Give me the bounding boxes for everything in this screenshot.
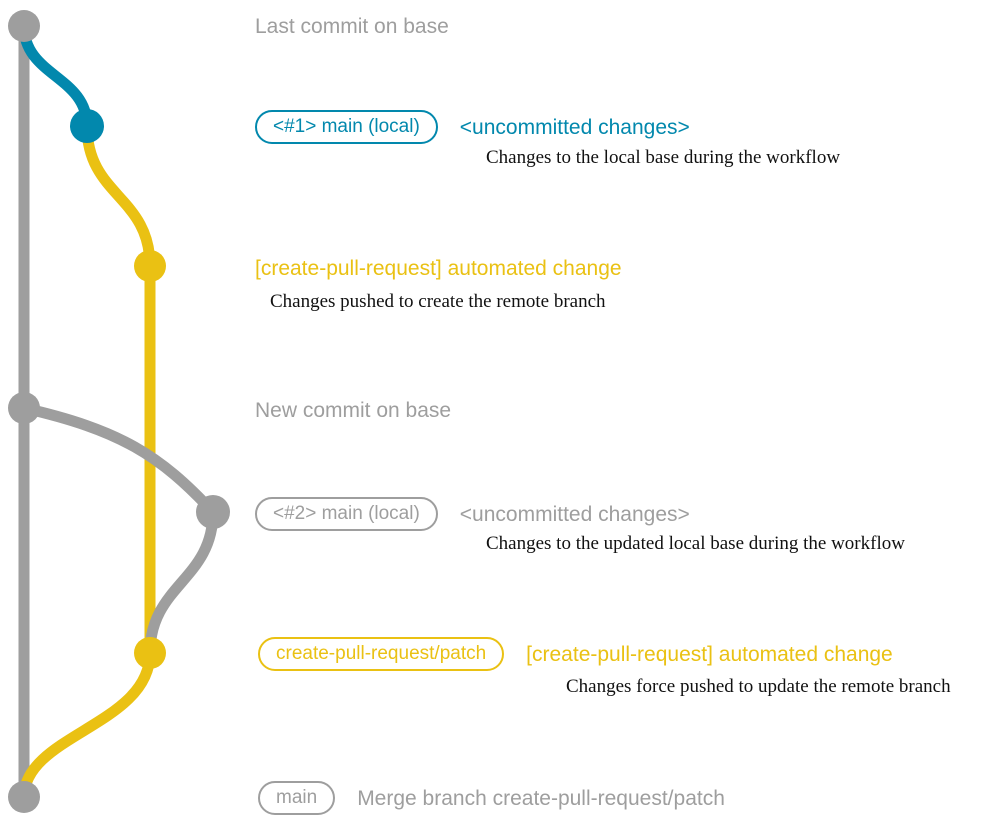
commit-subject: [create-pull-request] automated change	[526, 642, 893, 666]
ref-tag-create-pull-request-patch[interactable]: create-pull-request/patch	[258, 637, 511, 671]
branch-edge-remote-to-merge	[18, 647, 156, 803]
edges-layer	[18, 20, 219, 803]
branch-edge-rebase-to-remote	[144, 506, 219, 659]
commit-row-c5: <#2> main (local) <uncommitted changes>	[255, 496, 690, 532]
commit-row-c1: Last commit on base	[255, 12, 449, 40]
commit-note: Changes pushed to create the remote bran…	[270, 291, 606, 312]
commit-node-c2[interactable]	[70, 109, 104, 143]
commit-node-c4[interactable]	[8, 392, 40, 424]
commit-note: Changes to the updated local base during…	[486, 533, 905, 554]
nodes-layer	[8, 10, 230, 813]
ref-tag-main[interactable]: main	[258, 781, 342, 815]
commit-node-c1[interactable]	[8, 10, 40, 42]
commit-row-c3: [create-pull-request] automated change	[255, 254, 622, 282]
commit-node-c3[interactable]	[134, 250, 166, 282]
commit-row-c7: main Merge branch create-pull-request/pa…	[258, 780, 725, 816]
commit-subject: <uncommitted changes>	[459, 502, 690, 526]
branch-edge-local-to-remote	[81, 120, 156, 272]
commit-row-c2: <#1> main (local) <uncommitted changes>	[255, 109, 690, 145]
commit-node-c5[interactable]	[196, 495, 230, 529]
commit-subject: New commit on base	[255, 398, 452, 422]
commit-subject: <uncommitted changes>	[459, 115, 690, 139]
ref-tag-main-local-2[interactable]: <#2> main (local)	[255, 497, 444, 531]
commit-subject: Last commit on base	[255, 14, 449, 38]
commit-subject: Merge branch create-pull-request/patch	[357, 786, 725, 810]
commit-node-c6[interactable]	[134, 637, 166, 669]
commit-note: Changes to the local base during the wor…	[486, 147, 841, 168]
commit-node-c7[interactable]	[8, 781, 40, 813]
commit-subject: [create-pull-request] automated change	[255, 256, 622, 280]
branch-edge-base-to-local	[18, 20, 93, 132]
commit-row-c4: New commit on base	[255, 396, 451, 424]
branch-edge-base-to-rebase	[18, 402, 219, 518]
commit-row-c6: create-pull-request/patch [create-pull-r…	[258, 636, 893, 672]
ref-tag-main-local-1[interactable]: <#1> main (local)	[255, 110, 444, 144]
commit-note: Changes force pushed to update the remot…	[566, 676, 951, 697]
